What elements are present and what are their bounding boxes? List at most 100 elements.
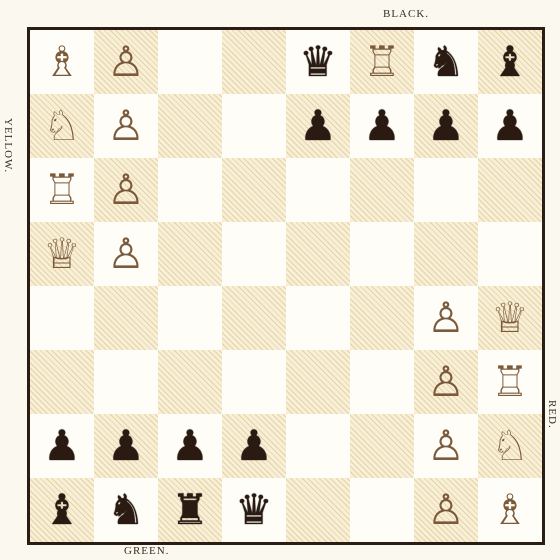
square[interactable]: ♙ bbox=[94, 222, 158, 286]
bishop-icon[interactable]: ♗ bbox=[30, 30, 94, 94]
square[interactable]: ♞ bbox=[414, 30, 478, 94]
square[interactable]: ♕ bbox=[30, 222, 94, 286]
square[interactable] bbox=[222, 30, 286, 94]
square[interactable] bbox=[158, 350, 222, 414]
rook-icon[interactable]: ♖ bbox=[478, 350, 542, 414]
square[interactable]: ♝ bbox=[478, 30, 542, 94]
square[interactable] bbox=[30, 350, 94, 414]
pawn-icon[interactable]: ♟ bbox=[350, 94, 414, 158]
bishop-icon[interactable]: ♝ bbox=[30, 478, 94, 542]
square[interactable] bbox=[350, 158, 414, 222]
square[interactable] bbox=[158, 222, 222, 286]
square[interactable]: ♙ bbox=[94, 94, 158, 158]
square[interactable]: ♕ bbox=[478, 286, 542, 350]
square[interactable] bbox=[94, 286, 158, 350]
square[interactable]: ♘ bbox=[30, 94, 94, 158]
square[interactable]: ♖ bbox=[478, 350, 542, 414]
square[interactable]: ♟ bbox=[94, 414, 158, 478]
label-red: RED. bbox=[546, 400, 558, 429]
knight-icon[interactable]: ♘ bbox=[30, 94, 94, 158]
queen-icon[interactable]: ♛ bbox=[286, 30, 350, 94]
square[interactable] bbox=[478, 222, 542, 286]
square[interactable] bbox=[286, 158, 350, 222]
square[interactable]: ♟ bbox=[222, 414, 286, 478]
king-icon[interactable]: ♛ bbox=[222, 478, 286, 542]
pawn-icon[interactable]: ♟ bbox=[286, 94, 350, 158]
square[interactable]: ♛ bbox=[222, 478, 286, 542]
square[interactable]: ♗ bbox=[478, 478, 542, 542]
chess-board: ♗♙♛♖♞♝♘♙♟♟♟♟♖♙♕♙♙♕♙♖♟♟♟♟♙♘♝♞♜♛♙♗ bbox=[27, 27, 545, 545]
square[interactable]: ♟ bbox=[350, 94, 414, 158]
square[interactable]: ♟ bbox=[478, 94, 542, 158]
bishop-icon[interactable]: ♝ bbox=[478, 30, 542, 94]
queen-icon[interactable]: ♕ bbox=[478, 286, 542, 350]
square[interactable]: ♘ bbox=[478, 414, 542, 478]
square[interactable]: ♜ bbox=[158, 478, 222, 542]
square[interactable] bbox=[158, 94, 222, 158]
square[interactable] bbox=[286, 286, 350, 350]
square[interactable]: ♙ bbox=[94, 30, 158, 94]
square[interactable]: ♖ bbox=[350, 30, 414, 94]
label-yellow: YELLOW. bbox=[2, 118, 14, 173]
pawn-icon[interactable]: ♙ bbox=[94, 222, 158, 286]
square[interactable]: ♟ bbox=[30, 414, 94, 478]
square[interactable]: ♟ bbox=[414, 94, 478, 158]
square[interactable]: ♟ bbox=[286, 94, 350, 158]
square[interactable]: ♟ bbox=[158, 414, 222, 478]
pawn-icon[interactable]: ♙ bbox=[94, 158, 158, 222]
square[interactable] bbox=[30, 286, 94, 350]
pawn-icon[interactable]: ♟ bbox=[478, 94, 542, 158]
square[interactable]: ♞ bbox=[94, 478, 158, 542]
square[interactable]: ♙ bbox=[94, 158, 158, 222]
square[interactable] bbox=[158, 286, 222, 350]
pawn-icon[interactable]: ♙ bbox=[414, 414, 478, 478]
square[interactable] bbox=[158, 30, 222, 94]
queen-icon[interactable]: ♕ bbox=[30, 222, 94, 286]
square[interactable] bbox=[350, 286, 414, 350]
pawn-icon[interactable]: ♙ bbox=[414, 350, 478, 414]
pawn-icon[interactable]: ♟ bbox=[222, 414, 286, 478]
rook-icon[interactable]: ♜ bbox=[158, 478, 222, 542]
label-black: BLACK. bbox=[383, 8, 429, 20]
square[interactable] bbox=[158, 158, 222, 222]
square[interactable] bbox=[286, 414, 350, 478]
square[interactable] bbox=[478, 158, 542, 222]
square[interactable] bbox=[222, 286, 286, 350]
pawn-icon[interactable]: ♙ bbox=[414, 478, 478, 542]
square[interactable]: ♛ bbox=[286, 30, 350, 94]
pawn-icon[interactable]: ♟ bbox=[94, 414, 158, 478]
bishop-icon[interactable]: ♗ bbox=[478, 478, 542, 542]
square[interactable] bbox=[222, 222, 286, 286]
square[interactable]: ♙ bbox=[414, 350, 478, 414]
square[interactable] bbox=[286, 478, 350, 542]
pawn-icon[interactable]: ♙ bbox=[414, 286, 478, 350]
square[interactable] bbox=[414, 222, 478, 286]
square[interactable] bbox=[286, 222, 350, 286]
square[interactable]: ♝ bbox=[30, 478, 94, 542]
pawn-icon[interactable]: ♙ bbox=[94, 94, 158, 158]
square[interactable]: ♙ bbox=[414, 286, 478, 350]
pawn-icon[interactable]: ♟ bbox=[414, 94, 478, 158]
square[interactable] bbox=[222, 350, 286, 414]
pawn-icon[interactable]: ♙ bbox=[94, 30, 158, 94]
square[interactable]: ♗ bbox=[30, 30, 94, 94]
rook-icon[interactable]: ♖ bbox=[350, 30, 414, 94]
pawn-icon[interactable]: ♟ bbox=[158, 414, 222, 478]
knight-icon[interactable]: ♞ bbox=[414, 30, 478, 94]
square[interactable] bbox=[94, 350, 158, 414]
square[interactable]: ♙ bbox=[414, 478, 478, 542]
pawn-icon[interactable]: ♟ bbox=[30, 414, 94, 478]
square[interactable] bbox=[350, 414, 414, 478]
square[interactable]: ♙ bbox=[414, 414, 478, 478]
square[interactable]: ♖ bbox=[30, 158, 94, 222]
square[interactable] bbox=[350, 222, 414, 286]
rook-icon[interactable]: ♖ bbox=[30, 158, 94, 222]
square[interactable] bbox=[350, 350, 414, 414]
square[interactable] bbox=[414, 158, 478, 222]
square[interactable] bbox=[222, 94, 286, 158]
knight-icon[interactable]: ♘ bbox=[478, 414, 542, 478]
square[interactable] bbox=[286, 350, 350, 414]
square[interactable] bbox=[222, 158, 286, 222]
square[interactable] bbox=[350, 478, 414, 542]
knight-icon[interactable]: ♞ bbox=[94, 478, 158, 542]
